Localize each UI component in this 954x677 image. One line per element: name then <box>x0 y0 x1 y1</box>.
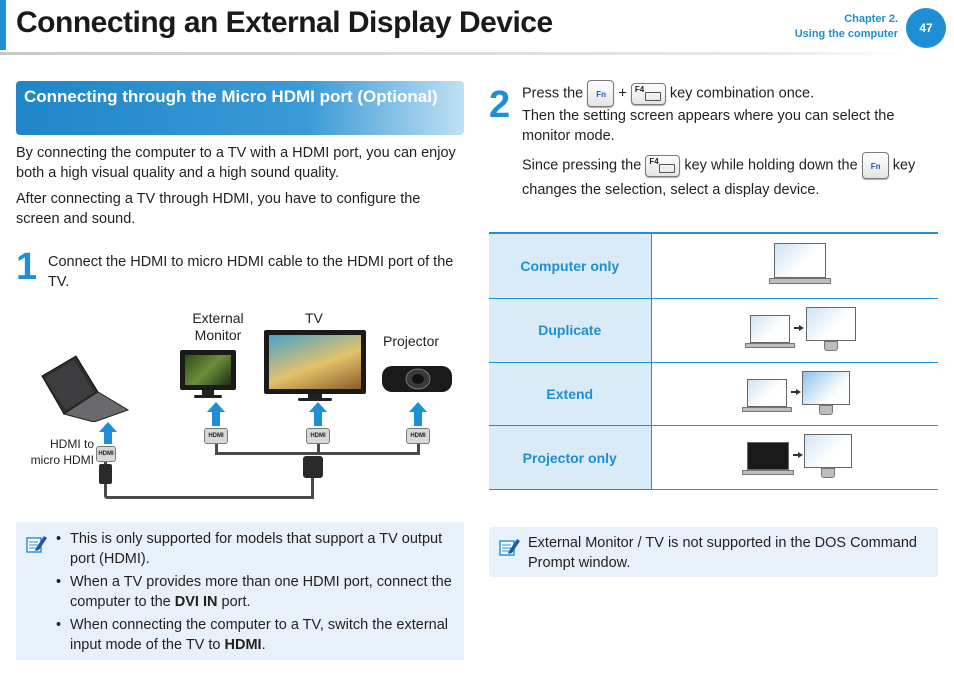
f4-key-label: F4 <box>649 156 659 166</box>
fn-key-label: Fn <box>596 90 607 99</box>
external-monitor-label-line1: External <box>192 310 244 326</box>
cable-segment <box>417 444 420 454</box>
display-switch-icon <box>659 163 676 173</box>
laptop-icon <box>41 355 130 422</box>
micro-hdmi-plug: HDMI <box>96 446 116 462</box>
note-bullet-3-bold: HDMI <box>224 636 262 653</box>
monitor-only-icon <box>651 425 938 490</box>
note-pencil-icon <box>499 539 520 556</box>
note-bullet-2: When a TV provides more than one HDMI po… <box>56 573 456 612</box>
tv-label: TV <box>305 310 323 326</box>
cable-segment <box>215 444 218 454</box>
projector-icon <box>382 366 452 392</box>
tv-icon <box>264 330 366 402</box>
note-bullet-2-bold: DVI IN <box>174 593 218 610</box>
press-text-end: key combination once. <box>669 85 815 102</box>
hdmi-cable-label-line2: micro HDMI <box>30 453 94 467</box>
note-bullet-1-text: This is only supported for models that s… <box>70 531 443 567</box>
laptop-arrow-stem <box>104 432 112 444</box>
step-1-number: 1 <box>16 246 38 288</box>
since-text-mid: key while holding down the <box>684 157 858 174</box>
step-2-since-text: Since pressing the F4 key while holding … <box>522 152 940 202</box>
chapter-number: Chapter 2. <box>844 13 898 25</box>
mode-duplicate: Duplicate <box>489 298 652 363</box>
intro-paragraph-2: After connecting a TV through HDMI, you … <box>16 191 421 227</box>
cable-segment <box>311 476 314 498</box>
hdmi-connector-icon <box>303 456 323 478</box>
laptop-screen-icon <box>651 232 938 300</box>
press-text: Press the <box>522 85 584 102</box>
f4-key-icon: F4 <box>645 154 681 177</box>
monitor-arrow-icon <box>207 402 225 412</box>
intro-paragraph-1: By connecting the computer to a TV with … <box>16 145 456 181</box>
projector-label: Projector <box>383 333 440 349</box>
note-right-text: External Monitor / TV is not supported i… <box>528 535 917 571</box>
header-accent-bar <box>0 0 6 50</box>
step-2-press-line: Press the Fn + F4 key combination once. <box>522 80 942 107</box>
mode-projector-only: Projector only <box>489 425 652 490</box>
note-bullet-3-end: . <box>261 636 266 653</box>
mode-extend: Extend <box>489 362 652 427</box>
step-2-number: 2 <box>489 84 511 126</box>
table-row: Duplicate <box>489 298 938 363</box>
note-pencil-icon <box>26 536 47 553</box>
display-mode-table: Computer only Duplicate Extend Projector… <box>489 232 938 490</box>
chapter-label: Chapter 2. Using the computer <box>795 12 898 42</box>
laptop-extend-monitor-icon <box>651 362 938 427</box>
hdmi-plug-tv: HDMI <box>306 428 330 444</box>
table-row: Projector only <box>489 425 938 490</box>
tv-arrow-icon <box>309 402 327 412</box>
plus-sign: + <box>618 85 627 102</box>
since-text-end: key changes the selection, select a disp… <box>522 157 916 198</box>
chapter-title: Using the computer <box>794 28 898 40</box>
projector-arrow-stem <box>414 412 422 426</box>
hdmi-cable-label-line1: HDMI to <box>49 437 94 451</box>
external-monitor-icon <box>180 350 236 398</box>
cable-segment <box>215 452 420 455</box>
connection-diagram: External Monitor TV Projector HDMI to mi… <box>20 300 470 510</box>
laptop-arrow-icon <box>99 422 117 432</box>
external-monitor-label-line2: Monitor <box>194 327 242 343</box>
cable-segment <box>317 444 320 454</box>
laptop-to-monitor-icon <box>651 298 938 363</box>
table-row: Extend <box>489 362 938 427</box>
step-1-text: Connect the HDMI to micro HDMI cable to … <box>48 254 454 290</box>
fn-key-icon: Fn <box>861 152 889 179</box>
projector-arrow-icon <box>409 402 427 412</box>
page-title: Connecting an External Display Device <box>16 6 553 39</box>
monitor-arrow-stem <box>212 412 220 426</box>
mode-computer-only: Computer only <box>489 232 652 300</box>
micro-hdmi-connector-icon <box>99 464 112 484</box>
f4-key-label: F4 <box>634 84 645 94</box>
f4-key-icon: F4 <box>630 82 666 105</box>
step-2-then-text: Then the setting screen appears where yo… <box>522 108 895 144</box>
external-monitor-label: External Monitor <box>188 310 248 344</box>
fn-key-label: Fn <box>870 162 881 171</box>
table-row: Computer only <box>489 232 938 300</box>
hdmi-plug-monitor: HDMI <box>204 428 228 444</box>
page-number-badge: 47 <box>906 8 946 48</box>
title-divider <box>0 52 910 55</box>
hdmi-plug-projector: HDMI <box>406 428 430 444</box>
note-box-right: External Monitor / TV is not supported i… <box>489 527 938 577</box>
note-bullet-2-end: port. <box>217 593 251 610</box>
note-box-left: This is only supported for models that s… <box>16 522 464 660</box>
since-text: Since pressing the <box>522 157 642 174</box>
fn-key-icon: Fn <box>587 80 615 107</box>
note-bullet-3: When connecting the computer to a TV, sw… <box>56 616 456 655</box>
tv-arrow-stem <box>314 412 322 426</box>
note-bullet-1: This is only supported for models that s… <box>56 530 456 569</box>
hdmi-cable-label: HDMI to micro HDMI <box>20 436 94 468</box>
note-bullet-3-text: When connecting the computer to a TV, sw… <box>70 617 449 653</box>
section-heading: Connecting through the Micro HDMI port (… <box>16 81 464 135</box>
note-bullet-list: This is only supported for models that s… <box>56 530 456 659</box>
display-switch-icon <box>644 91 661 101</box>
note-bullet-2-text: When a TV provides more than one HDMI po… <box>70 574 452 610</box>
cable-segment <box>104 496 314 499</box>
